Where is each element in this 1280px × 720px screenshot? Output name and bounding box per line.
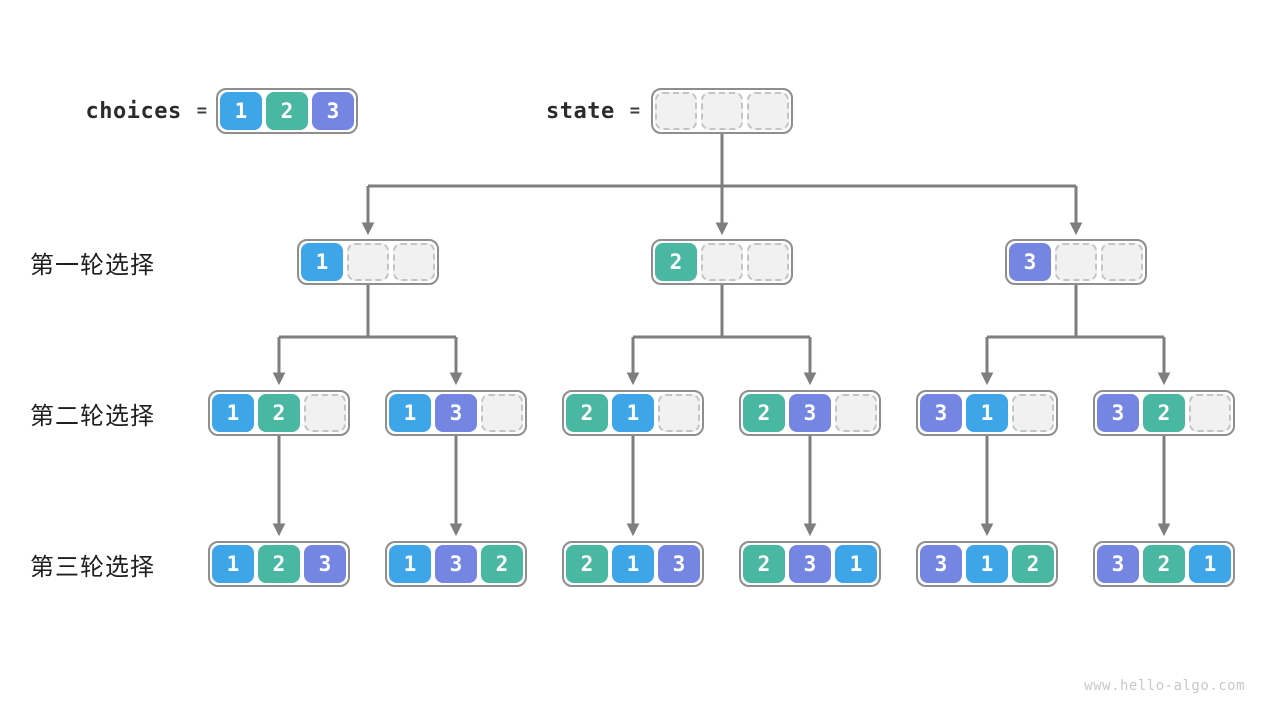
- state-keyword: state: [546, 98, 615, 124]
- cell-empty: [655, 92, 697, 130]
- cell-empty: [1012, 394, 1054, 432]
- cell-value-1: 1: [389, 394, 431, 432]
- cell-empty: [747, 92, 789, 130]
- cell-value-1: 1: [612, 394, 654, 432]
- cell-value-3: 3: [1097, 394, 1139, 432]
- cell-value-3: 3: [304, 545, 346, 583]
- cell-value-3: 3: [1097, 545, 1139, 583]
- cell-value-3: 3: [920, 545, 962, 583]
- cell-value-2: 2: [258, 545, 300, 583]
- round-2-label: 第二轮选择: [30, 402, 155, 430]
- cell-empty: [1055, 243, 1097, 281]
- cell-value-3: 3: [1009, 243, 1051, 281]
- cell-value-2: 2: [1012, 545, 1054, 583]
- state-node-r1-3: 3: [1005, 239, 1147, 285]
- cell-value-1: 1: [612, 545, 654, 583]
- cell-value-2: 2: [266, 92, 308, 130]
- cell-empty: [701, 243, 743, 281]
- cell-value-2: 2: [566, 394, 608, 432]
- cell-empty: [1101, 243, 1143, 281]
- choices-keyword: choices: [85, 98, 182, 124]
- cell-value-2: 2: [1143, 545, 1185, 583]
- cell-value-1: 1: [966, 545, 1008, 583]
- cell-value-3: 3: [435, 394, 477, 432]
- cell-empty: [835, 394, 877, 432]
- state-label: state =: [546, 88, 640, 134]
- cell-value-2: 2: [743, 394, 785, 432]
- cell-empty: [658, 394, 700, 432]
- cell-value-3: 3: [789, 394, 831, 432]
- cell-empty: [304, 394, 346, 432]
- cell-value-1: 1: [301, 243, 343, 281]
- cell-value-1: 1: [212, 394, 254, 432]
- cell-value-1: 1: [212, 545, 254, 583]
- cell-value-2: 2: [743, 545, 785, 583]
- watermark: www.hello-algo.com: [1084, 678, 1245, 694]
- state-node-r1-2: 2: [651, 239, 793, 285]
- cell-value-3: 3: [920, 394, 962, 432]
- cell-empty: [393, 243, 435, 281]
- cell-value-3: 3: [312, 92, 354, 130]
- cell-empty: [701, 92, 743, 130]
- cell-empty: [1189, 394, 1231, 432]
- cell-empty: [747, 243, 789, 281]
- cell-value-1: 1: [1189, 545, 1231, 583]
- choices-equals-sign: =: [196, 101, 207, 121]
- cell-empty: [481, 394, 523, 432]
- cell-value-1: 1: [966, 394, 1008, 432]
- cell-value-3: 3: [435, 545, 477, 583]
- cell-value-3: 3: [789, 545, 831, 583]
- cell-value-2: 2: [655, 243, 697, 281]
- cell-empty: [347, 243, 389, 281]
- state-node-r1-1: 1: [297, 239, 439, 285]
- cell-value-1: 1: [835, 545, 877, 583]
- cell-value-1: 1: [389, 545, 431, 583]
- cell-value-2: 2: [481, 545, 523, 583]
- cell-value-2: 2: [258, 394, 300, 432]
- cell-value-1: 1: [220, 92, 262, 130]
- cell-value-2: 2: [1143, 394, 1185, 432]
- cell-value-2: 2: [566, 545, 608, 583]
- state-array: [651, 88, 793, 134]
- round-1-label: 第一轮选择: [30, 251, 155, 279]
- choices-label: choices =: [86, 88, 207, 134]
- cell-value-3: 3: [658, 545, 700, 583]
- round-3-label: 第三轮选择: [30, 553, 155, 581]
- state-equals-sign: =: [629, 101, 640, 121]
